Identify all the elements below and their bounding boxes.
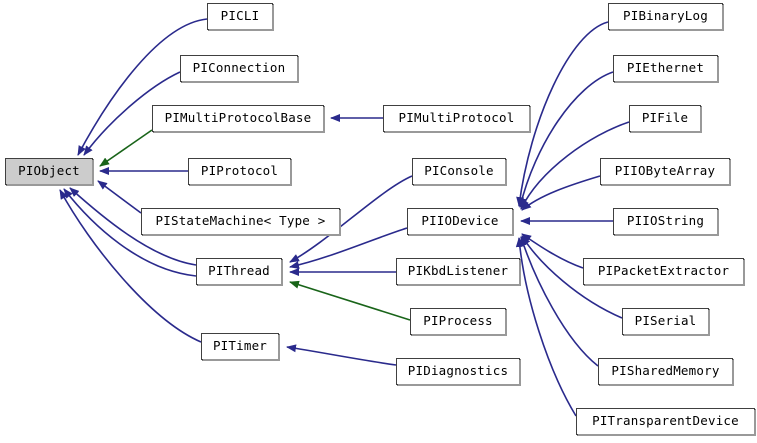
class-node-piethernet[interactable]: PIEthernet <box>613 55 719 83</box>
inheritance-edge <box>515 237 577 417</box>
class-node-pistatemachine[interactable]: PIStateMachine< Type > <box>141 208 341 236</box>
inheritance-edge <box>83 71 181 156</box>
inheritance-edge <box>77 18 208 156</box>
class-node-label: PIDiagnostics <box>407 363 509 379</box>
class-node-pitimer[interactable]: PITimer <box>201 333 280 361</box>
class-node-piconnection[interactable]: PIConnection <box>180 55 299 83</box>
inheritance-edge <box>59 189 202 343</box>
class-node-piiodevice[interactable]: PIIODevice <box>407 208 514 236</box>
class-node-label: PIPacketExtractor <box>597 263 730 279</box>
class-node-piiostring[interactable]: PIIOString <box>613 208 719 236</box>
class-node-label: PIProtocol <box>200 163 279 179</box>
class-node-label: PIProcess <box>423 313 493 329</box>
class-node-piobject[interactable]: PIObject <box>5 158 94 186</box>
class-node-label: PISharedMemory <box>611 363 720 379</box>
class-node-label: PIIOString <box>626 213 705 229</box>
class-node-label: PIMultiProtocol <box>398 110 515 126</box>
inheritance-edge <box>99 129 153 167</box>
class-node-piiobytearray[interactable]: PIIOByteArray <box>600 158 731 186</box>
class-node-label: PISerial <box>634 313 697 329</box>
class-node-pidiagnostics[interactable]: PIDiagnostics <box>396 358 521 386</box>
inheritance-edge <box>518 71 614 208</box>
class-node-label: PITimer <box>212 338 268 354</box>
class-node-label: PIIODevice <box>421 213 499 229</box>
class-node-piserial[interactable]: PISerial <box>622 308 710 336</box>
class-node-pifile[interactable]: PIFile <box>629 105 702 133</box>
inheritance-edge <box>520 121 630 210</box>
inheritance-edge <box>521 235 623 319</box>
class-node-piprotocol[interactable]: PIProtocol <box>188 158 292 186</box>
class-node-label: PIEthernet <box>626 60 705 76</box>
inheritance-edge <box>97 180 142 214</box>
class-node-piprocess[interactable]: PIProcess <box>410 308 507 336</box>
inheritance-edge <box>69 187 197 266</box>
class-node-pipacketextractor[interactable]: PIPacketExtractor <box>583 258 745 286</box>
class-node-label: PIStateMachine< Type > <box>155 213 326 229</box>
class-node-label: PIMultiProtocolBase <box>164 110 312 126</box>
inheritance-edge <box>519 236 599 367</box>
class-node-pikbdlistener[interactable]: PIKbdListener <box>396 258 521 286</box>
class-node-label: PIIOByteArray <box>614 163 716 179</box>
inheritance-edge <box>286 344 397 366</box>
inheritance-edge <box>289 227 408 269</box>
class-node-label: PITransparentDevice <box>592 413 739 429</box>
class-node-label: PIBinaryLog <box>623 8 708 24</box>
class-node-label: PIThread <box>208 263 270 279</box>
class-node-pibinarylog[interactable]: PIBinaryLog <box>608 3 724 31</box>
inheritance-edge <box>289 280 411 321</box>
inheritance-edge <box>63 188 197 277</box>
class-node-label: PIConnection <box>192 60 286 76</box>
class-node-pimultiprotocolbase[interactable]: PIMultiProtocolBase <box>152 105 325 133</box>
class-node-label: PIObject <box>18 163 80 179</box>
class-node-pitransparentdevice[interactable]: PITransparentDevice <box>576 408 756 436</box>
class-node-label: PIConsole <box>424 163 494 179</box>
class-node-pimultiprotocol[interactable]: PIMultiProtocol <box>383 105 531 133</box>
inheritance-edge <box>516 21 609 207</box>
class-node-pithread[interactable]: PIThread <box>196 258 283 286</box>
class-node-piconsole[interactable]: PIConsole <box>412 158 507 186</box>
class-node-label: PIFile <box>641 110 689 126</box>
class-node-pisharedmemory[interactable]: PISharedMemory <box>598 358 734 386</box>
class-node-picli[interactable]: PICLI <box>207 3 274 31</box>
class-node-label: PICLI <box>220 8 260 24</box>
inheritance-edge <box>521 175 601 211</box>
inheritance-edge <box>289 175 413 263</box>
class-node-label: PIKbdListener <box>407 263 509 279</box>
